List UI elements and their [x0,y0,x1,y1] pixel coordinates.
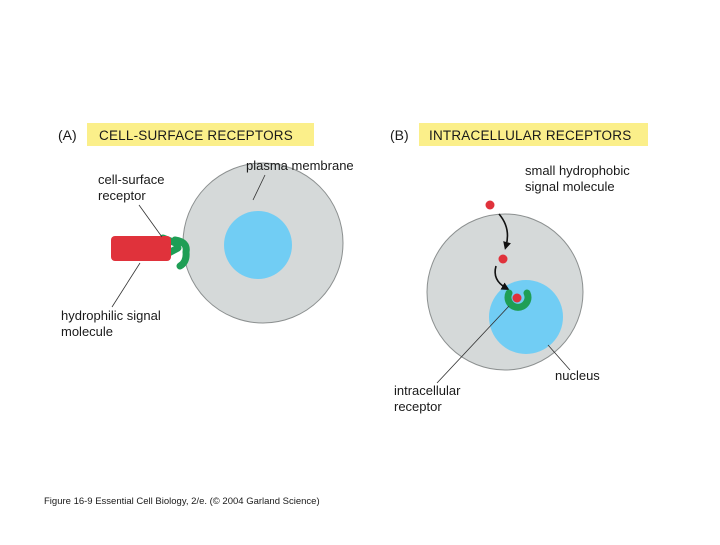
panel-b-title-band [419,123,648,146]
label-hydrophilic-signal-1: hydrophilic signal [61,308,161,323]
label-nucleus: nucleus [555,368,600,383]
label-hydrophilic-signal-2: molecule [61,324,113,339]
label-intracellular-receptor-1: intracellular [394,383,461,398]
panel-a-title: CELL-SURFACE RECEPTORS [99,128,293,143]
label-intracellular-receptor-2: receptor [394,399,442,414]
nucleus-a [224,211,292,279]
label-cell-surface-receptor-2: receptor [98,188,146,203]
label-cell-surface-receptor-1: cell-surface [98,172,164,187]
label-small-hydrophobic-1: small hydrophobic [525,163,630,178]
label-small-hydrophobic-2: signal molecule [525,179,615,194]
panel-a-letter: (A) [58,127,77,143]
pointer-signal-a [111,262,141,308]
signal-molecule-outside [485,200,495,210]
cell-surface-receptor-body [171,236,190,270]
hydrophilic-signal-molecule [111,236,171,261]
panel-b-letter: (B) [390,127,409,143]
pointer-receptor [138,204,163,238]
panel-a: (A) CELL-SURFACE RECEPTORS cell-surface … [58,123,354,339]
label-plasma-membrane: plasma membrane [246,158,354,173]
arrow-to-nucleus [494,265,510,290]
intracellular-receptor [504,289,532,311]
figure-caption: Figure 16-9 Essential Cell Biology, 2/e.… [44,496,320,507]
signal-molecule-bound [512,293,522,303]
panel-b-title: INTRACELLULAR RECEPTORS [429,128,631,143]
panel-b: (B) INTRACELLULAR RECEPTORS small hydrop… [390,123,648,414]
arrow-entry [498,213,511,250]
panel-a-title-band [87,123,314,146]
pointer-nucleus [547,344,571,371]
pointer-membrane [252,174,266,201]
signal-molecule-cytoplasm [498,254,508,264]
pointer-intracellular-receptor [436,305,510,384]
